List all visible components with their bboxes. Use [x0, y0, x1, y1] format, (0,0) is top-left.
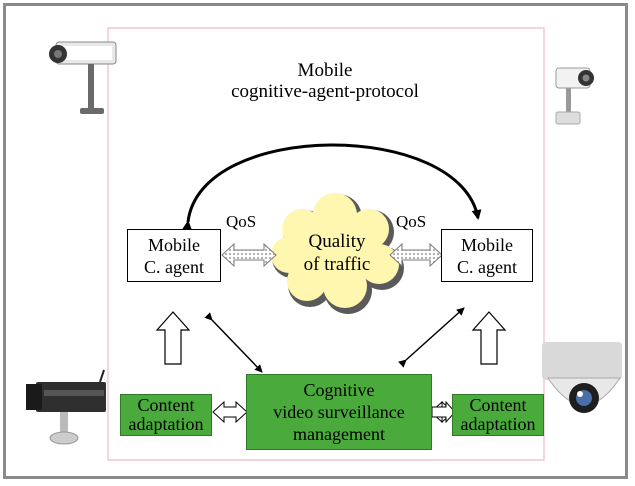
- mgmt-left-arrow: [212, 400, 248, 424]
- agent-left-line2: C. agent: [144, 256, 204, 277]
- mgmt-line2: video surveillance: [273, 402, 405, 422]
- diag-arrow-right: [398, 307, 465, 368]
- dome-camera-bottom-right-icon: [542, 342, 622, 413]
- qos-right-arrow: [389, 242, 443, 268]
- qos-left-arrow: [221, 242, 277, 268]
- qos-label-right: QoS: [396, 212, 427, 231]
- diag-arrow-left: [204, 312, 263, 373]
- content-adaptation-left: Content adaptation: [120, 394, 212, 436]
- protocol-arc-arrow: [182, 143, 482, 231]
- agent-right-line2: C. agent: [457, 256, 517, 277]
- cloud-label-line1: Quality: [308, 231, 366, 252]
- mobile-agent-right: Mobile C. agent: [441, 229, 533, 282]
- up-arrow-left: [155, 311, 191, 365]
- qos-label-left: QoS: [226, 212, 257, 231]
- camera-top-right-icon: [555, 67, 594, 125]
- mobile-agent-left: Mobile C. agent: [127, 229, 221, 282]
- adapt-left-line1: Content: [137, 395, 195, 415]
- cloud-label-line2: of traffic: [303, 254, 371, 275]
- mgmt-line1: Cognitive: [303, 380, 375, 400]
- up-arrow-right: [471, 311, 507, 365]
- cloud-label: Quality of traffic: [282, 230, 392, 276]
- camera-bottom-left-icon: [26, 369, 106, 445]
- adapt-right-line2: adaptation: [460, 414, 536, 434]
- protocol-title: Mobile cognitive-agent-protocol: [190, 60, 460, 102]
- content-adaptation-right: Content adaptation: [452, 394, 544, 436]
- adapt-left-line2: adaptation: [128, 414, 204, 434]
- surveillance-management-box: Cognitive video surveillance management: [246, 374, 432, 450]
- camera-top-left-icon: [49, 41, 117, 114]
- agent-left-line1: Mobile: [148, 234, 200, 255]
- mgmt-line3: management: [293, 424, 385, 444]
- protocol-title-line1: Mobile: [297, 60, 353, 81]
- inner-frame: [107, 27, 545, 461]
- protocol-title-line2: cognitive-agent-protocol: [231, 81, 419, 102]
- adapt-right-line1: Content: [469, 395, 527, 415]
- agent-right-line1: Mobile: [461, 234, 513, 255]
